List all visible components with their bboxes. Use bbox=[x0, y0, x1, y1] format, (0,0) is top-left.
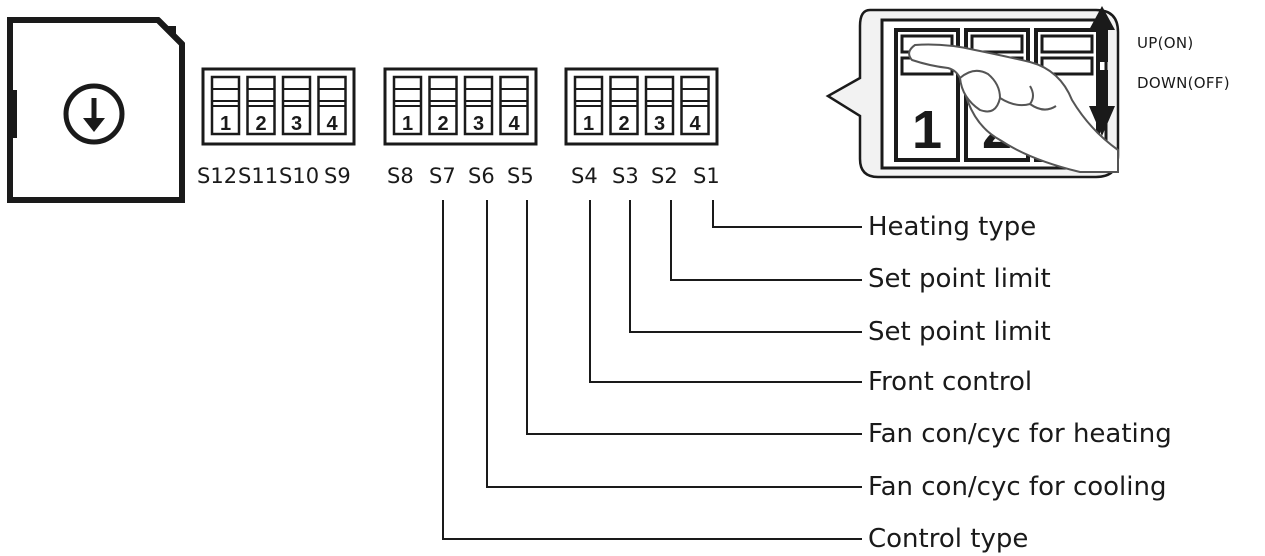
legend-up-label: UP(ON) bbox=[1137, 34, 1194, 52]
leader-s4 bbox=[589, 200, 862, 383]
dip-switch-s6[interactable]: 3 bbox=[463, 75, 494, 136]
switch-label-s11: S11 bbox=[238, 164, 279, 188]
switch-label-s10: S10 bbox=[279, 164, 320, 188]
dip-digit-3: 3 bbox=[291, 113, 302, 135]
dip-switch-s1[interactable]: 4 bbox=[680, 75, 710, 136]
legend-down-label: DOWN(OFF) bbox=[1137, 74, 1230, 92]
dip-switch-s4[interactable]: 1 bbox=[573, 75, 604, 136]
switch-label-s5: S5 bbox=[507, 164, 534, 188]
switch-label-s7: S7 bbox=[429, 164, 456, 188]
leader-s6 bbox=[486, 200, 862, 488]
leader-s7 bbox=[442, 200, 862, 540]
dip-digit-3: 3 bbox=[654, 113, 665, 135]
dip-digit-1: 1 bbox=[583, 113, 594, 135]
dip-switch-s9[interactable]: 4 bbox=[317, 75, 347, 136]
dip-digit-1: 1 bbox=[220, 113, 231, 135]
dip-switch-s8[interactable]: 1 bbox=[392, 75, 423, 136]
switch-label-s1: S1 bbox=[693, 164, 720, 188]
dip-digit-4: 4 bbox=[326, 113, 338, 135]
function-label-fan-cooling: Fan con/cyc for cooling bbox=[868, 472, 1167, 502]
switch-label-s12: S12 bbox=[197, 164, 238, 188]
dip-digit-2: 2 bbox=[618, 113, 629, 135]
function-label-set-point-limit-s3: Set point limit bbox=[868, 317, 1051, 347]
function-label-front-control: Front control bbox=[868, 367, 1033, 397]
hand-pointer-icon bbox=[908, 43, 1119, 173]
dip-switch-s5[interactable]: 4 bbox=[499, 75, 529, 136]
switch-label-s3: S3 bbox=[612, 164, 639, 188]
down-arrow-icon bbox=[1089, 70, 1115, 136]
function-label-set-point-limit-s2: Set point limit bbox=[868, 264, 1051, 294]
dip-digit-4: 4 bbox=[689, 113, 701, 135]
up-arrow-icon bbox=[1089, 6, 1115, 62]
download-arrow-icon bbox=[63, 83, 125, 145]
dip-digit-4: 4 bbox=[508, 113, 520, 135]
dip-digit-1: 1 bbox=[402, 113, 413, 135]
dip-switch-s7[interactable]: 2 bbox=[428, 75, 458, 136]
dip-digit-3: 3 bbox=[473, 113, 484, 135]
leader-s2 bbox=[670, 200, 862, 281]
leader-s5 bbox=[526, 200, 862, 435]
zoom-digit-1: 1 bbox=[912, 100, 942, 160]
zoom-callout: 1 2 3 bbox=[825, 8, 1120, 179]
switch-label-s9: S9 bbox=[324, 164, 351, 188]
leader-s3 bbox=[629, 200, 862, 333]
function-label-fan-heating: Fan con/cyc for heating bbox=[868, 419, 1172, 449]
dip-bank-left: 1 2 3 4 bbox=[201, 67, 356, 146]
dip-switch-s11[interactable]: 2 bbox=[246, 75, 276, 136]
leader-lines bbox=[442, 200, 862, 540]
switch-label-s2: S2 bbox=[651, 164, 678, 188]
dip-switch-s2[interactable]: 3 bbox=[644, 75, 675, 136]
dip-bank-middle: 1 2 3 4 bbox=[383, 67, 538, 146]
switch-label-s4: S4 bbox=[571, 164, 598, 188]
dip-digit-2: 2 bbox=[437, 113, 448, 135]
dip-switch-s12[interactable]: 1 bbox=[210, 75, 241, 136]
dip-switch-s3[interactable]: 2 bbox=[609, 75, 639, 136]
switch-label-s6: S6 bbox=[468, 164, 495, 188]
function-label-heating-type: Heating type bbox=[868, 212, 1037, 242]
switch-label-s8: S8 bbox=[387, 164, 414, 188]
dip-digit-2: 2 bbox=[255, 113, 266, 135]
leader-s1 bbox=[712, 200, 862, 228]
function-label-control-type: Control type bbox=[868, 524, 1029, 554]
dip-bank-right: 1 2 3 4 bbox=[564, 67, 719, 146]
dip-switch-s10[interactable]: 3 bbox=[281, 75, 312, 136]
